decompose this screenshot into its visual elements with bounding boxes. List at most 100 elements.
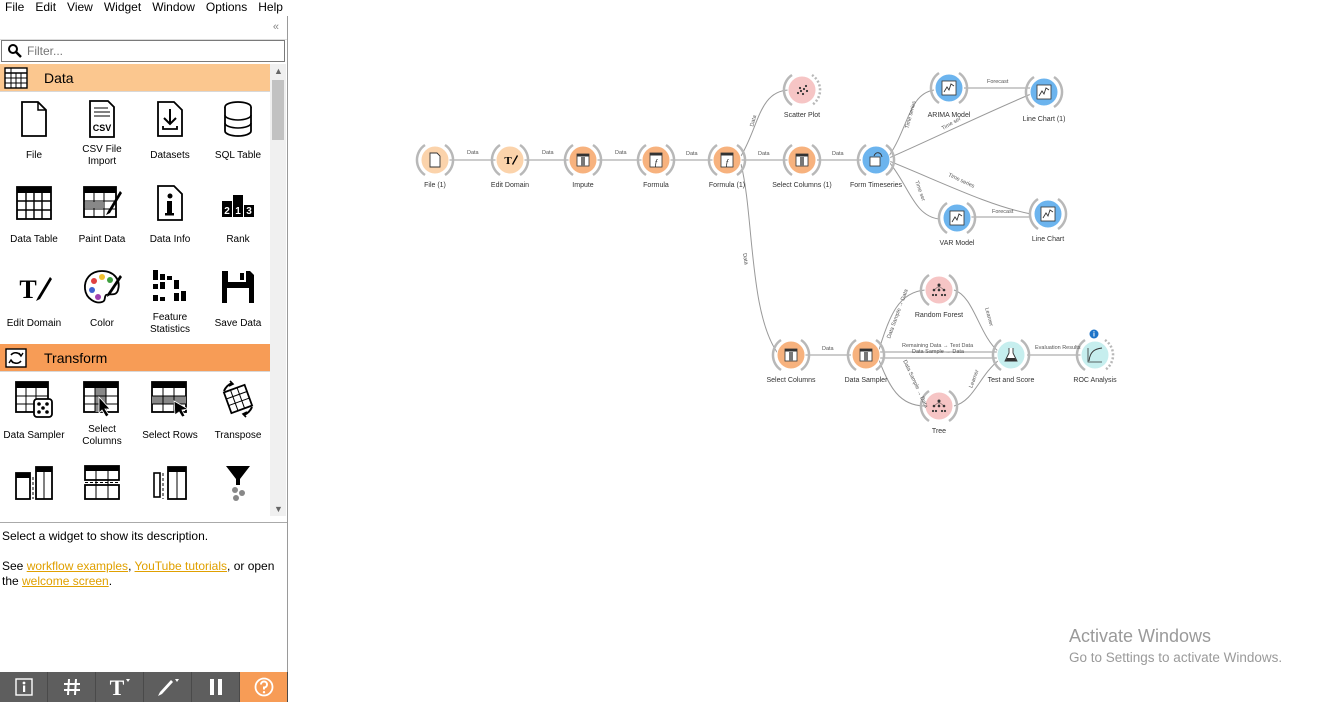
filter-input[interactable]: [27, 42, 267, 60]
widget-concatenate-partial[interactable]: [68, 456, 136, 516]
help-button[interactable]: [240, 672, 288, 702]
node-selcols[interactable]: [771, 338, 811, 372]
bottom-toolbar: T: [0, 672, 288, 702]
transform-icon: [5, 347, 27, 368]
node-formula[interactable]: f: [636, 143, 676, 177]
pause-button[interactable]: [192, 672, 240, 702]
widget-merge-data-partial[interactable]: [0, 456, 68, 516]
widget-select-by-index-partial[interactable]: [136, 456, 204, 516]
workflow-examples-link[interactable]: workflow examples: [26, 559, 129, 573]
widget-save-data[interactable]: Save Data: [204, 260, 270, 344]
text-annotation-button[interactable]: T: [96, 672, 144, 702]
menu-widget[interactable]: Widget: [103, 0, 142, 14]
widget-toolbox: Data File CSV CSV File Import Datasets S…: [0, 64, 270, 516]
widget-data-info[interactable]: Data Info: [136, 176, 204, 260]
menu-file[interactable]: File: [5, 0, 25, 14]
node-circle[interactable]: [495, 145, 525, 175]
node-label: ROC Analysis: [1073, 377, 1117, 384]
node-label: Test and Score: [987, 377, 1035, 384]
link-label: Remaining Data → Test Data: [902, 343, 974, 349]
node-label: Formula (1): [708, 182, 746, 189]
link-label: Data Sample → Data: [912, 349, 964, 355]
scroll-down-icon[interactable]: ▼: [274, 504, 283, 514]
database-icon: [224, 101, 252, 137]
menu-options[interactable]: Options: [205, 0, 248, 14]
link-label: Data: [542, 150, 554, 156]
widget-csv-file-import[interactable]: CSV CSV File Import: [68, 92, 136, 176]
toolbox-scrollbar[interactable]: ▲ ▼: [270, 64, 286, 516]
welcome-screen-link[interactable]: welcome screen: [22, 574, 109, 588]
menu-edit[interactable]: Edit: [35, 0, 57, 14]
node-testscore[interactable]: [991, 338, 1031, 372]
node-arima[interactable]: [929, 71, 969, 105]
transpose-icon: [222, 380, 254, 418]
node-formula1[interactable]: f: [707, 143, 747, 177]
merge-data-icon: [15, 466, 53, 500]
node-circle[interactable]: [787, 75, 817, 105]
node-sampler[interactable]: [846, 338, 886, 372]
node-circle[interactable]: [1080, 340, 1110, 370]
node-label: File (1): [424, 182, 446, 189]
node-linechart[interactable]: [1028, 197, 1068, 231]
svg-text:f: f: [726, 158, 730, 167]
info-button[interactable]: [0, 672, 48, 702]
category-label: Data: [44, 69, 74, 86]
svg-text:3: 3: [246, 206, 252, 217]
node-tree[interactable]: [919, 389, 959, 423]
scroll-up-icon[interactable]: ▲: [274, 66, 283, 76]
category-transform[interactable]: Transform: [0, 344, 270, 372]
node-label: Select Columns: [766, 377, 816, 384]
description-text: Select a widget to show its description.: [2, 529, 209, 543]
node-label: Data Sampler: [844, 377, 888, 384]
node-file1[interactable]: [415, 143, 455, 177]
svg-text:T: T: [504, 155, 512, 167]
collapse-icon[interactable]: «: [272, 21, 279, 33]
grid-button[interactable]: [48, 672, 96, 702]
widget-data-sampler[interactable]: Data Sampler: [0, 372, 68, 456]
svg-text:2: 2: [224, 206, 230, 217]
link: [953, 359, 1000, 407]
node-label: Scatter Plot: [783, 112, 821, 119]
select-columns-icon: [83, 381, 119, 418]
category-data[interactable]: Data: [0, 64, 270, 92]
widget-transpose[interactable]: Transpose: [204, 372, 270, 456]
edit-domain-icon: T: [19, 275, 52, 304]
menu-view[interactable]: View: [67, 0, 93, 14]
widget-preprocess-partial[interactable]: [204, 456, 270, 516]
node-scatter[interactable]: [782, 73, 822, 107]
node-linechart1[interactable]: [1024, 75, 1064, 109]
node-impute[interactable]: [563, 143, 603, 177]
info-badge-icon[interactable]: [1089, 329, 1099, 339]
widget-file[interactable]: File: [0, 92, 68, 176]
description-links: See workflow examples, YouTube tutorials…: [2, 559, 275, 588]
widget-feature-statistics[interactable]: Feature Statistics: [136, 260, 204, 344]
node-label: Line Chart (1): [1022, 116, 1066, 123]
link: [888, 161, 940, 220]
widget-color[interactable]: Color: [68, 260, 136, 344]
node-selcols1[interactable]: [782, 143, 822, 177]
widget-paint-data[interactable]: Paint Data: [68, 176, 136, 260]
widget-datasets[interactable]: Datasets: [136, 92, 204, 176]
svg-text:CSV: CSV: [93, 123, 112, 133]
node-editdomain[interactable]: T: [490, 143, 530, 177]
youtube-tutorials-link[interactable]: YouTube tutorials: [134, 559, 228, 573]
node-roc[interactable]: [1075, 338, 1115, 372]
arrow-annotation-button[interactable]: [144, 672, 192, 702]
widget-select-rows[interactable]: Select Rows: [136, 372, 204, 456]
widget-select-columns[interactable]: Select Columns: [68, 372, 136, 456]
widget-edit-domain[interactable]: T Edit Domain: [0, 260, 68, 344]
node-formts[interactable]: [856, 143, 896, 177]
menu-help[interactable]: Help: [258, 0, 283, 14]
node-rf[interactable]: [919, 273, 959, 307]
info-icon: [157, 185, 183, 221]
node-var[interactable]: [937, 201, 977, 235]
menu-window[interactable]: Window: [152, 0, 195, 14]
scrollbar-thumb[interactable]: [272, 80, 284, 140]
link-label: Evaluation Results: [1035, 345, 1081, 351]
link: [878, 359, 926, 407]
widget-sql-table[interactable]: SQL Table: [204, 92, 270, 176]
widget-data-table[interactable]: Data Table: [0, 176, 68, 260]
